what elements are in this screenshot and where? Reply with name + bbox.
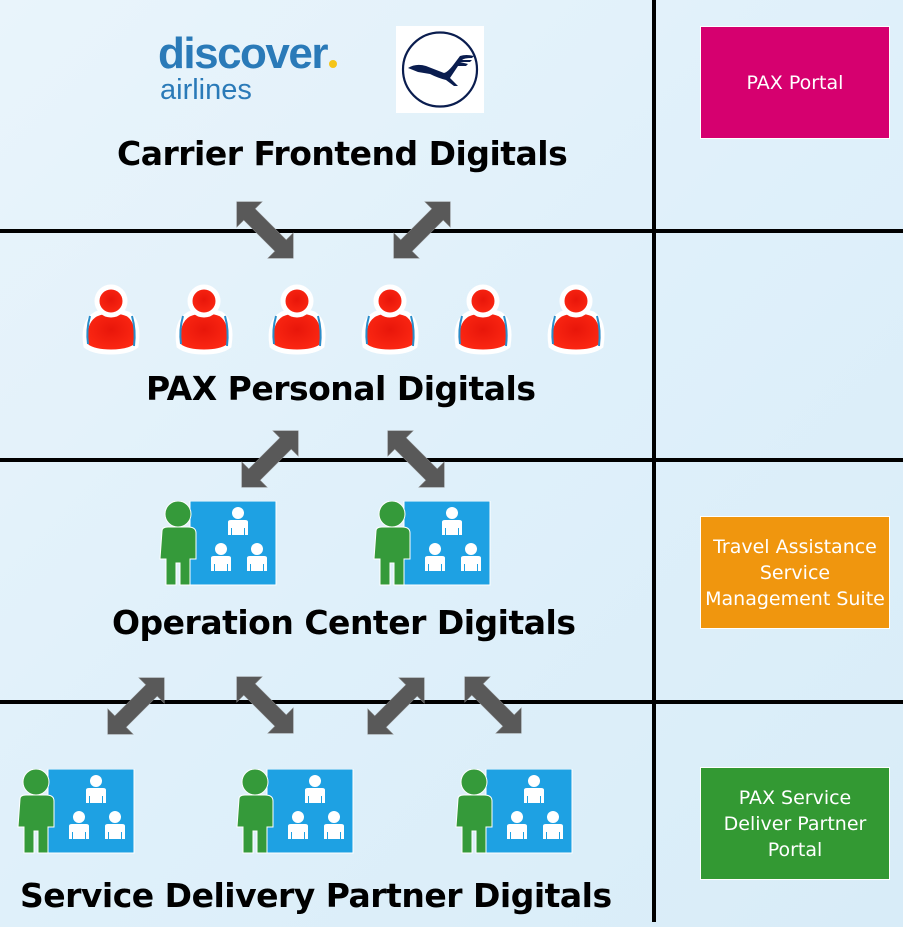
travel-assistance-label: Travel Assistance Service Management Sui… (705, 535, 885, 610)
bidirectional-arrow-icon (451, 663, 535, 747)
travel-assistance-box: Travel Assistance Service Management Sui… (701, 517, 889, 628)
layer-divider (0, 229, 903, 233)
layer-title-pax-personal: PAX Personal Digitals (146, 369, 536, 408)
logo-text-airlines: airlines (160, 74, 252, 106)
logo-dot (328, 60, 337, 68)
bidirectional-arrow-icon (380, 188, 464, 272)
service-partner-portal-box: PAX Service Deliver Partner Portal (701, 768, 889, 879)
layer-divider (0, 700, 903, 704)
service-partner-portal-label: PAX Service Deliver Partner Portal (723, 786, 867, 861)
bidirectional-arrow-icon (228, 417, 312, 501)
layer-title-operation-center: Operation Center Digitals (112, 603, 576, 642)
column-divider (652, 0, 656, 922)
logo-text-discover: discover (158, 29, 328, 78)
layer-title-carrier-frontend: Carrier Frontend Digitals (117, 134, 568, 173)
pax-portal-label: PAX Portal (746, 71, 844, 94)
layer-title-service-delivery-partner: Service Delivery Partner Digitals (20, 876, 612, 915)
lufthansa-crane-icon (396, 26, 484, 113)
bidirectional-arrow-icon (223, 663, 307, 747)
bidirectional-arrow-icon (354, 664, 438, 748)
pax-portal-box: PAX Portal (701, 27, 889, 138)
bidirectional-arrow-icon (374, 417, 458, 501)
layer-divider (0, 458, 903, 462)
bidirectional-arrow-icon (223, 188, 307, 272)
discover-airlines-logo: discover airlines (158, 29, 337, 106)
bidirectional-arrow-icon (94, 664, 178, 748)
